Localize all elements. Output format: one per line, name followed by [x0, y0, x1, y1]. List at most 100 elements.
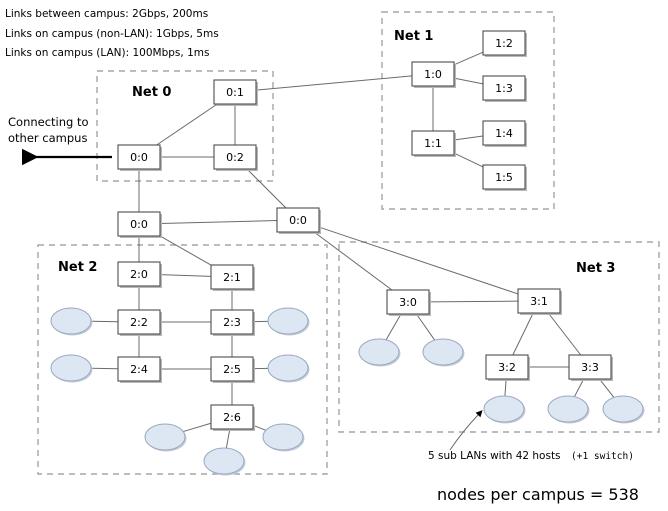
node-n1_1[interactable]: 1:1	[411, 130, 456, 157]
node-box[interactable]	[210, 356, 254, 382]
link-n3_0-n3_1	[428, 300, 519, 303]
lan-cloud-lan_g[interactable]	[262, 423, 304, 451]
node-n3_2[interactable]: 3:2	[485, 354, 530, 381]
node-label: 3:3	[581, 361, 599, 374]
lan-cloud-lan_l[interactable]	[602, 395, 644, 423]
link-n3_3-lan_l	[599, 378, 615, 398]
link-n3_1-n3_3	[547, 312, 582, 356]
lan-clouds	[50, 307, 645, 476]
node-label: 0:0	[130, 151, 148, 164]
node-n0_1[interactable]: 0:1	[213, 79, 258, 106]
node-box[interactable]	[117, 144, 161, 170]
node-label: 2:1	[223, 271, 241, 284]
node-box[interactable]	[517, 288, 561, 314]
node-box[interactable]	[210, 309, 254, 335]
link-n3_3-lan_k	[574, 378, 585, 397]
node-box[interactable]	[482, 75, 526, 101]
sublan-pointer-arrow	[449, 410, 483, 451]
legend-line-2: Links on campus (LAN): 100Mbps, 1ms	[5, 47, 209, 59]
node-label: 3:0	[399, 296, 417, 309]
node-label: 2:0	[130, 268, 148, 281]
lan-cloud-lan_a[interactable]	[50, 307, 92, 335]
node-n1_4[interactable]: 1:4	[482, 120, 527, 147]
lan-cloud-lan_k[interactable]	[547, 395, 589, 423]
node-n1_2[interactable]: 1:2	[482, 30, 527, 57]
node-box[interactable]	[411, 130, 455, 156]
lan-cloud-lan_i[interactable]	[422, 338, 464, 366]
node-n3_1[interactable]: 3:1	[517, 288, 562, 315]
net-boundary-net2	[37, 244, 328, 475]
node-box[interactable]	[213, 79, 257, 105]
node-box[interactable]	[485, 354, 529, 380]
node-n3_0[interactable]: 3:0	[386, 289, 431, 316]
net-boundary-net0	[96, 70, 274, 182]
sublan-annotation-sub: (+1 switch)	[571, 451, 634, 462]
link-n1_1-n1_5	[453, 152, 484, 168]
node-n2_1[interactable]: 2:1	[210, 264, 255, 291]
lan-cloud-lan_j[interactable]	[483, 395, 525, 423]
node-n2_3[interactable]: 2:3	[210, 309, 255, 336]
node-label: 1:2	[495, 37, 513, 50]
node-box[interactable]	[117, 309, 161, 335]
net-title-net3: Net 3	[576, 261, 615, 276]
node-box[interactable]	[213, 144, 257, 170]
node-label: 0:0	[130, 218, 148, 231]
net-title-net2: Net 2	[58, 260, 97, 275]
node-label: 2:3	[223, 316, 241, 329]
node-n2_6[interactable]: 2:6	[210, 404, 255, 431]
link-gw_l-gw_r	[159, 220, 278, 224]
node-box[interactable]	[117, 356, 161, 382]
node-label: 0:1	[226, 86, 244, 99]
legend-line-1: Links on campus (non-LAN): 1Gbps, 5ms	[5, 28, 219, 40]
net-title-net0: Net 0	[132, 85, 171, 100]
node-box[interactable]	[117, 261, 161, 287]
link-gw_r-n3_1	[318, 226, 519, 295]
node-box[interactable]	[210, 404, 254, 430]
node-n1_5[interactable]: 1:5	[482, 164, 527, 191]
node-n3_3[interactable]: 3:3	[568, 354, 613, 381]
node-box[interactable]	[210, 264, 254, 290]
node-n2_2[interactable]: 2:2	[117, 309, 162, 336]
node-n1_3[interactable]: 1:3	[482, 75, 527, 102]
link-n2_0-n2_1	[159, 274, 212, 277]
node-box[interactable]	[482, 30, 526, 56]
node-n1_0[interactable]: 1:0	[411, 61, 456, 88]
lan-cloud-lan_c[interactable]	[50, 354, 92, 382]
node-n2_4[interactable]: 2:4	[117, 356, 162, 383]
lan-cloud-lan_d[interactable]	[267, 354, 309, 382]
node-box[interactable]	[276, 207, 320, 233]
link-n1_1-n1_4	[453, 135, 484, 141]
node-box[interactable]	[411, 61, 455, 87]
node-box[interactable]	[386, 289, 430, 315]
external-campus-line-1: Connecting to	[8, 115, 89, 129]
node-gw_r[interactable]: 0:0	[276, 207, 321, 234]
nodes-per-campus-total: nodes per campus = 538	[437, 485, 639, 504]
node-box[interactable]	[568, 354, 612, 380]
link-n0_1-n1_0	[255, 75, 413, 91]
lan-cloud-lan_e[interactable]	[144, 423, 186, 451]
node-gw_l[interactable]: 0:0	[117, 211, 162, 238]
node-box[interactable]	[482, 164, 526, 190]
legend-line-0: Links between campus: 2Gbps, 200ms	[5, 8, 208, 20]
node-n2_0[interactable]: 2:0	[117, 261, 162, 288]
node-n0_0[interactable]: 0:0	[117, 144, 162, 171]
lan-cloud-lan_h[interactable]	[358, 338, 400, 366]
net-boundary-net1	[381, 11, 555, 210]
node-label: 1:0	[424, 68, 442, 81]
link-gw_r-n3_0	[313, 231, 393, 291]
node-box[interactable]	[117, 211, 161, 237]
lan-cloud-lan_b[interactable]	[267, 307, 309, 335]
node-n2_5[interactable]: 2:5	[210, 356, 255, 383]
node-box[interactable]	[482, 120, 526, 146]
link-n0_2-gw_r	[246, 168, 287, 209]
node-n0_2[interactable]: 0:2	[213, 144, 258, 171]
external-campus-caption: Connecting to other campus	[8, 115, 89, 145]
link-gw_l-n2_1	[159, 235, 212, 266]
lan-cloud-lan_f[interactable]	[203, 447, 245, 475]
net-boundary-net3	[338, 241, 660, 433]
node-label: 1:3	[495, 82, 513, 95]
node-label: 2:5	[223, 363, 241, 376]
